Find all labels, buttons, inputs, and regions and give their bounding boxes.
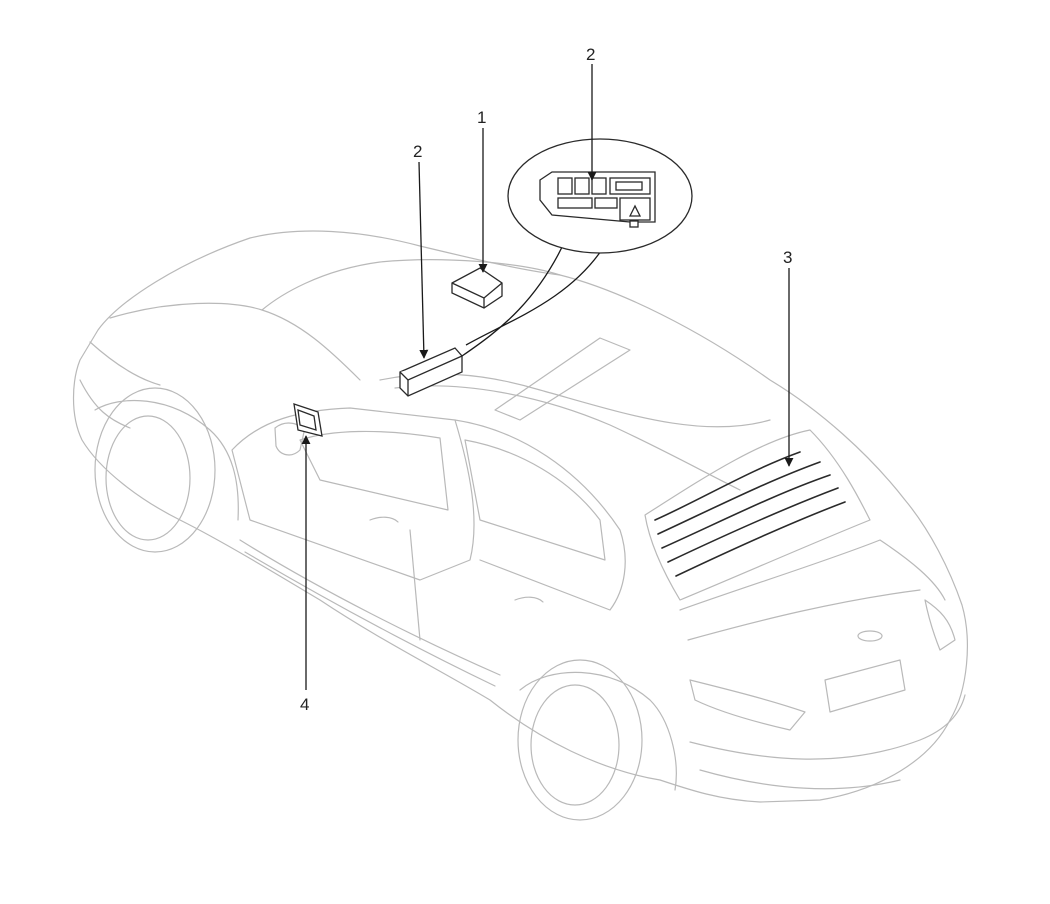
component-2-box — [399, 347, 463, 397]
leader-2-roof — [418, 161, 429, 359]
rear-defogger-grid — [654, 451, 846, 577]
rear-wheel — [517, 659, 677, 821]
leader-lines — [301, 64, 794, 690]
component-1-box — [451, 267, 503, 309]
callout-1: 1 — [477, 108, 486, 127]
component-4-switch — [293, 403, 323, 437]
front-wheel — [94, 387, 239, 553]
console-panel-graphic — [539, 171, 656, 228]
callout-2-roof: 2 — [413, 142, 422, 161]
overhead-console-detail-bubble — [461, 138, 693, 357]
car-outline — [72, 230, 968, 821]
callout-4: 4 — [300, 695, 309, 714]
callout-3: 3 — [783, 248, 792, 267]
callout-2-bubble: 2 — [586, 45, 595, 64]
